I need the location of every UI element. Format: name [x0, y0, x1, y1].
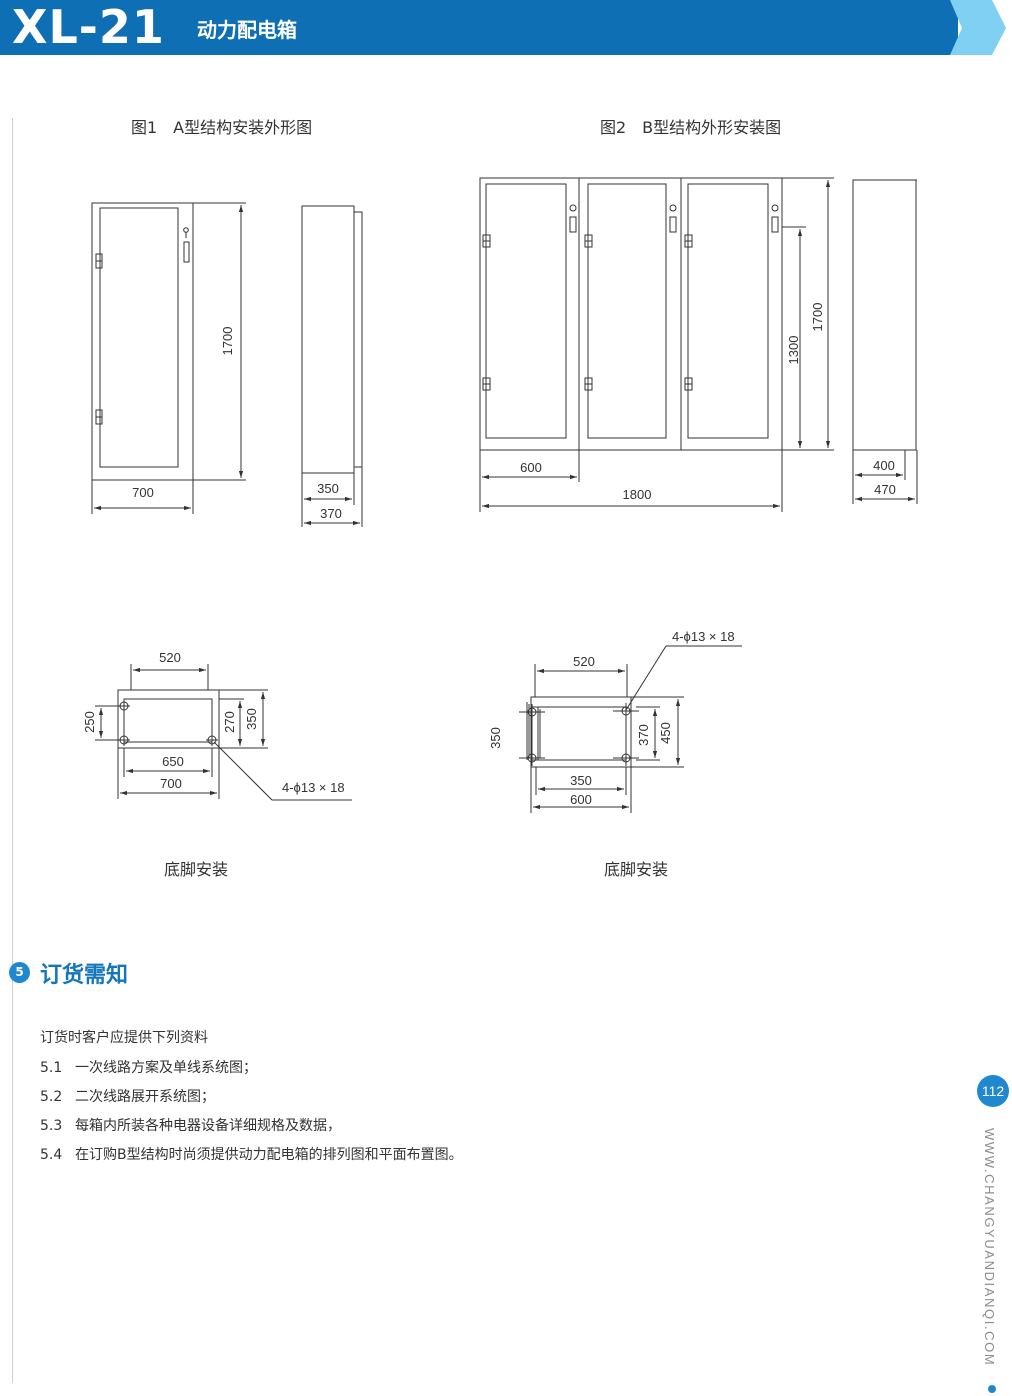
- fig2-front-view: [479, 177, 783, 451]
- fig1-front-view: [91, 202, 194, 481]
- base-b-left-height-label: 350: [488, 727, 503, 749]
- left-margin-rule: [12, 118, 13, 1383]
- base-a-plan: [95, 664, 352, 801]
- fig1-depth-inner-label: 350: [317, 481, 339, 496]
- section-title: 订货需知: [40, 963, 129, 988]
- base-a-top-width-label: 520: [159, 650, 181, 665]
- base-a-hole-span-v-label: 250: [82, 711, 97, 733]
- fig1-width-label: 700: [132, 485, 154, 500]
- item-number: 5.1: [40, 1060, 63, 1076]
- fig2-height-label: 1700: [810, 303, 825, 332]
- list-item: 5.2 二次线路展开系统图；: [40, 1086, 463, 1115]
- item-number: 5.3: [40, 1118, 63, 1134]
- product-code: XL-21: [12, 0, 165, 54]
- fig1-width-dimension: [91, 480, 194, 514]
- base-a-hole-span-h-label: 650: [162, 754, 184, 769]
- list-item: 5.1 一次线路方案及单线系统图；: [40, 1057, 463, 1086]
- base-a-caption: 底脚安装: [164, 860, 229, 879]
- page-number: 112: [977, 1075, 1009, 1107]
- fig1-caption: 图1 A型结构安装外形图: [131, 118, 313, 137]
- fig2-depth-inner-label: 400: [873, 458, 895, 473]
- item-text: 在订购B型结构时尚须提供动力配电箱的排列图和平面布置图。: [75, 1147, 463, 1163]
- base-a-holes-label: 4-ϕ13 × 18: [282, 780, 345, 795]
- base-b-caption: 底脚安装: [604, 860, 669, 879]
- base-b-top-width-label: 520: [573, 654, 595, 669]
- item-number: 5.4: [40, 1147, 63, 1163]
- list-item: 5.3 每箱内所装各种电器设备详细规格及数据，: [40, 1115, 463, 1144]
- fig2-height-dimensions: [782, 177, 834, 451]
- header-bar: [0, 0, 958, 55]
- item-text: 二次线路展开系统图；: [75, 1089, 215, 1105]
- base-b-plan: [519, 645, 742, 813]
- fig2-panel-width-label: 600: [520, 460, 542, 475]
- item-text: 一次线路方案及单线系统图；: [75, 1060, 257, 1076]
- ordering-intro: 订货时客户应提供下列资料: [40, 1030, 208, 1046]
- website-url: WWW.CHANGYUANDIANQI.COM: [982, 1128, 997, 1367]
- list-item: 5.4 在订购B型结构时尚须提供动力配电箱的排列图和平面布置图。: [40, 1144, 463, 1173]
- base-a-350-label: 350: [244, 708, 259, 730]
- base-b-overall-width-label: 600: [570, 792, 592, 807]
- fig1-height-dimension: [193, 202, 246, 481]
- fig2-width-dimensions: [479, 450, 783, 512]
- fig1-depth-outer-label: 370: [320, 506, 342, 521]
- base-b-hole-span-h-label: 350: [570, 773, 592, 788]
- base-b-450-label: 450: [658, 722, 673, 744]
- fig2-depth-outer-label: 470: [874, 482, 896, 497]
- fig2-side-view: [852, 179, 918, 504]
- fig2-caption: 图2 B型结构外形安装图: [600, 118, 782, 137]
- section-number-badge: 5: [9, 962, 30, 983]
- header-arrow-icon: [950, 0, 1006, 55]
- base-a-270-label: 270: [222, 711, 237, 733]
- ordering-list: 5.1 一次线路方案及单线系统图； 5.2 二次线路展开系统图； 5.3 每箱内所装各…: [40, 1057, 463, 1173]
- base-a-overall-width-label: 700: [160, 776, 182, 791]
- base-b-370-label: 370: [636, 724, 651, 746]
- fig1-side-view: [301, 205, 363, 527]
- dot-icon: [988, 1385, 996, 1393]
- fig1-height-label: 1700: [220, 327, 235, 356]
- item-text: 每箱内所装各种电器设备详细规格及数据，: [75, 1118, 341, 1134]
- product-name: 动力配电箱: [197, 18, 297, 42]
- base-b-holes-label: 4-ϕ13 × 18: [672, 629, 735, 644]
- item-number: 5.2: [40, 1089, 63, 1105]
- fig2-total-width-label: 1800: [623, 487, 652, 502]
- fig2-door-height-label: 1300: [786, 336, 801, 365]
